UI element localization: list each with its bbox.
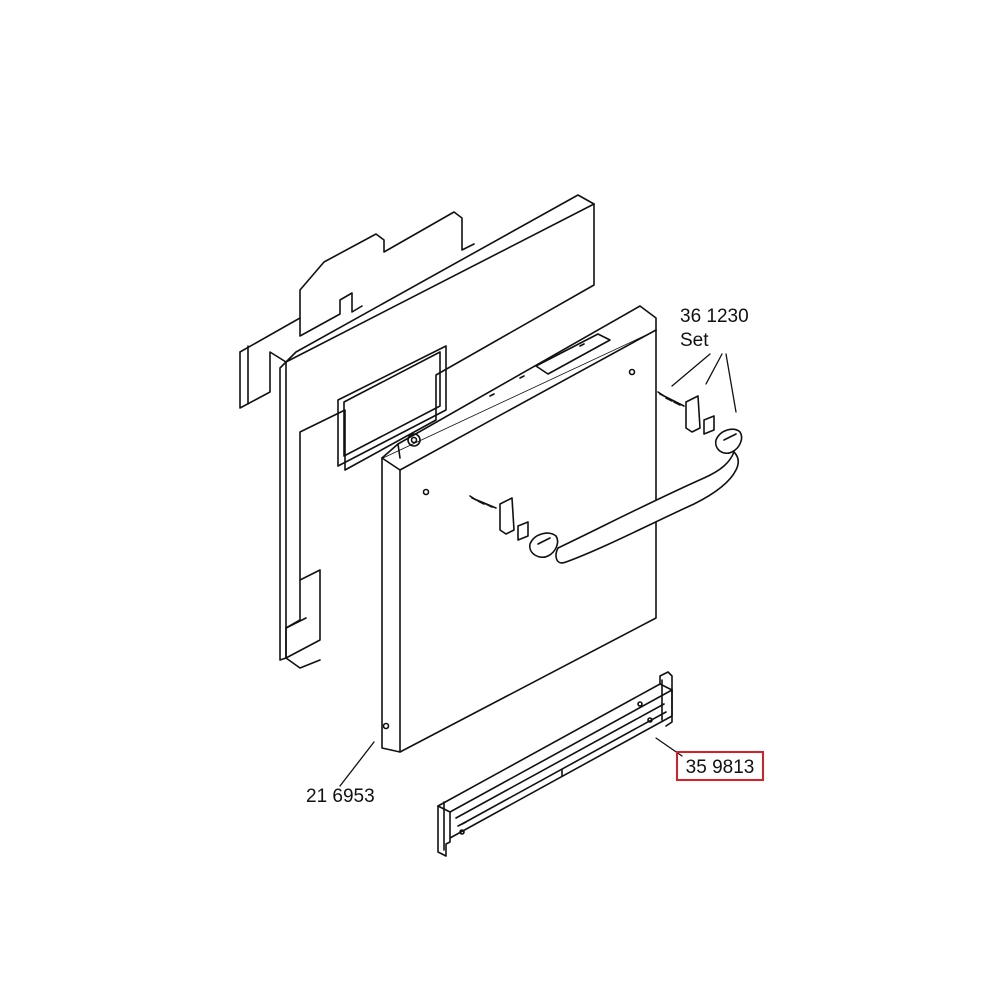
handle-set-part-number: 36 1230 bbox=[680, 306, 749, 327]
plinth-rail-part-number[interactable]: 35 9813 bbox=[676, 751, 764, 781]
plinth-rail bbox=[437, 671, 683, 857]
door-panel-part-number: 21 6953 bbox=[306, 786, 375, 807]
door-leader-line bbox=[339, 741, 375, 787]
handle-set-note: Set bbox=[680, 330, 709, 351]
door-handle-set bbox=[469, 353, 743, 564]
inner-door-panel bbox=[239, 194, 595, 669]
front-door-panel bbox=[381, 305, 657, 753]
